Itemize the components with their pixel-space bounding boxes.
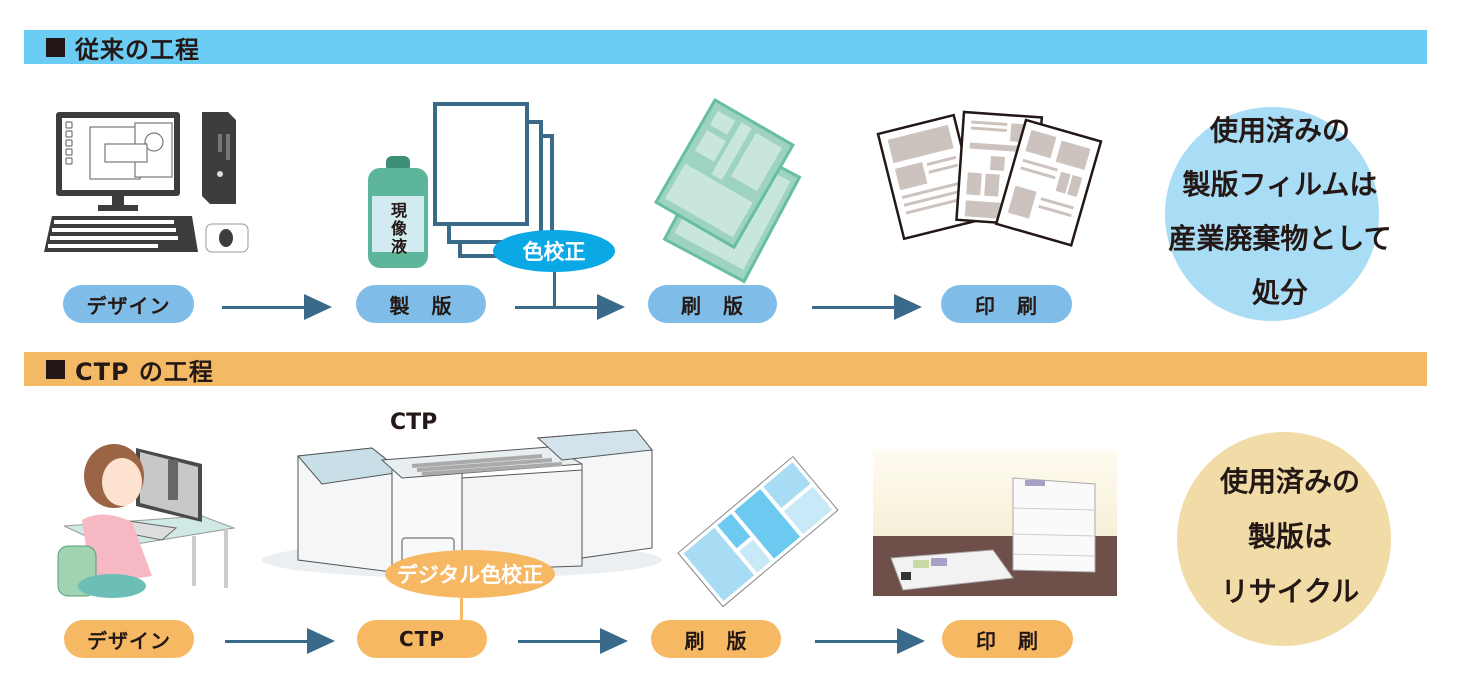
developer-bottle-illustration xyxy=(368,156,428,268)
ctp-process-title: CTP の工程 xyxy=(75,357,214,386)
digital-color-proof-connector xyxy=(460,598,463,622)
conventional-process-header: 従来の工程 xyxy=(24,30,1427,64)
note-line: 製版は xyxy=(1247,520,1332,553)
arrow-icon xyxy=(515,294,625,320)
square-bullet-icon xyxy=(46,359,65,379)
arrow-icon xyxy=(518,628,628,654)
step-ctp: CTP xyxy=(357,620,487,658)
waste-note-circle xyxy=(1165,107,1379,321)
step-label: CTP xyxy=(399,627,445,651)
step-label: デザイン xyxy=(86,293,171,318)
arrow-icon xyxy=(815,628,925,654)
conventional-process-title: 従来の工程 xyxy=(75,35,200,64)
recycle-note-text: 使用済みの 製版は リサイクル xyxy=(1150,454,1430,619)
note-line: 産業廃棄物として xyxy=(1168,222,1392,255)
color-proof-label: 色校正 xyxy=(522,240,586,264)
printing-plates-illustration xyxy=(653,97,802,284)
ctp-process-header: CTP の工程 xyxy=(24,352,1427,386)
step-label: 印 刷 xyxy=(976,628,1039,653)
step-design: デザイン xyxy=(63,285,194,323)
step-press-plate: 刷 版 xyxy=(651,620,781,658)
arrow-icon xyxy=(225,628,335,654)
step-press-plate: 刷 版 xyxy=(648,285,777,323)
color-proof-badge: 色校正 xyxy=(493,230,615,272)
designer-at-computer-illustration xyxy=(57,444,236,598)
bottle-char: 液 xyxy=(390,237,407,256)
step-label: 製 版 xyxy=(389,293,453,318)
note-line: 使用済みの xyxy=(1209,114,1350,147)
step-label: 印 刷 xyxy=(975,293,1038,318)
printed-paper-stack-illustration xyxy=(873,450,1117,596)
step-design: デザイン xyxy=(64,620,194,658)
note-line: リサイクル xyxy=(1220,575,1360,608)
color-proof-connector xyxy=(553,272,556,306)
step-platemaking: 製 版 xyxy=(356,285,486,323)
waste-note-text: 使用済みの 製版フィルムは 産業廃棄物として 処分 xyxy=(1120,104,1440,320)
arrow-icon xyxy=(222,294,332,320)
ctp-machine-label: CTP xyxy=(390,410,438,435)
bottle-char: 現 xyxy=(390,201,407,220)
ctp-printing-plate-illustration xyxy=(677,455,839,608)
step-printing: 印 刷 xyxy=(942,620,1073,658)
recycle-note-circle xyxy=(1177,432,1391,646)
note-line: 製版フィルムは xyxy=(1182,168,1378,201)
step-label: デザイン xyxy=(87,628,171,653)
bottle-char: 像 xyxy=(390,219,407,238)
digital-color-proof-label: デジタル色校正 xyxy=(396,563,544,587)
digital-color-proof-badge: デジタル色校正 xyxy=(385,550,555,598)
developer-bottle-label: 現 像 液 xyxy=(387,202,411,256)
step-label: 刷 版 xyxy=(681,293,744,318)
desktop-computer-illustration xyxy=(44,112,249,253)
note-line: 使用済みの xyxy=(1219,465,1360,498)
square-bullet-icon xyxy=(46,37,65,57)
printed-sheets-illustration xyxy=(876,110,1103,247)
arrow-icon xyxy=(812,294,922,320)
step-printing: 印 刷 xyxy=(941,285,1072,323)
step-label: 刷 版 xyxy=(684,628,748,653)
note-line: 処分 xyxy=(1251,276,1308,309)
